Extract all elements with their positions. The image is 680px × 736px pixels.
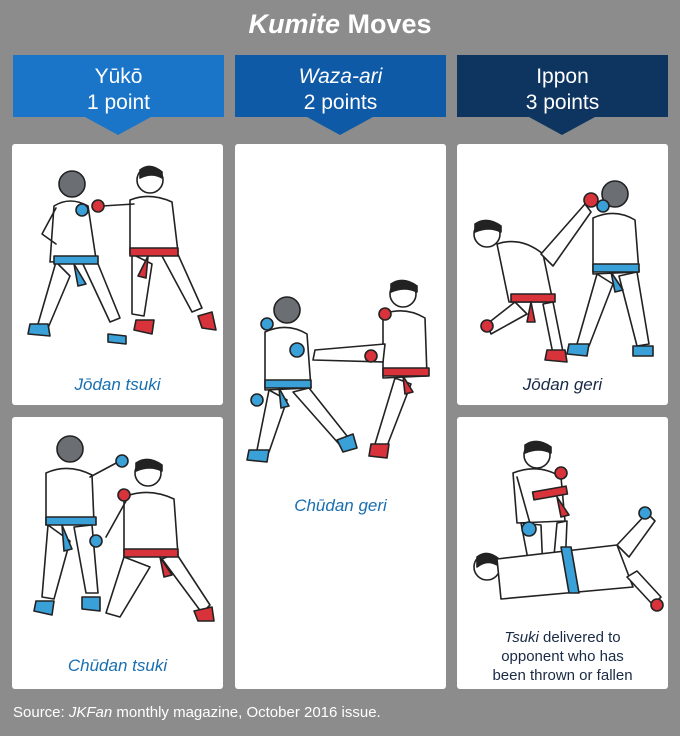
caption-chudan-tsuki: Chūdan tsuki — [67, 656, 168, 675]
illustration-jodan-tsuki — [27, 165, 217, 345]
banner-waza-ari-points: 2 points — [303, 91, 378, 114]
source-prefix: Source: — [13, 704, 69, 721]
title-rest: Moves — [339, 9, 432, 39]
card-tsuki-after-throw: Tsuki delivered to opponent who has been… — [457, 417, 668, 689]
title-italic: Kumite — [248, 9, 340, 39]
source-note: Source: JKFan monthly magazine, October … — [13, 704, 381, 721]
caption-jodan-geri: Jōdan geri — [522, 375, 603, 394]
illustration-chudan-tsuki — [33, 435, 215, 622]
source-rest: monthly magazine, October 2016 issue. — [112, 704, 381, 721]
illustration-tsuki-after-throw — [473, 440, 664, 612]
banner-yuko-name: Yūkō — [94, 65, 143, 88]
banner-ippon-points: 3 points — [525, 91, 600, 114]
source-magazine: JKFan — [68, 704, 113, 721]
banner-waza-ari: Waza-ari 2 points — [235, 55, 446, 137]
illustration-chudan-geri — [246, 279, 430, 463]
caption-tsuki-line3: been thrown or fallen — [492, 667, 633, 684]
card-jodan-tsuki: Jōdan tsuki — [12, 144, 223, 405]
caption-tsuki-line2: opponent who has — [501, 648, 624, 665]
caption-chudan-geri: Chūdan geri — [294, 496, 387, 515]
banner-yuko: Yūkō 1 point — [13, 55, 224, 137]
banner-waza-ari-shape — [235, 55, 446, 135]
banner-waza-ari-name: Waza-ari — [298, 65, 383, 88]
caption-jodan-tsuki: Jōdan tsuki — [74, 375, 161, 394]
caption-tsuki-after-throw: Tsuki delivered to opponent who has been… — [457, 628, 668, 685]
card-jodan-geri: Jōdan geri — [457, 144, 668, 405]
banner-yuko-shape — [13, 55, 224, 135]
caption-tsuki-line1: Tsuki delivered to — [457, 628, 668, 647]
page-title: Kumite Moves — [0, 4, 680, 44]
caption-tsuki-line1-rest: delivered to — [538, 629, 621, 646]
caption-tsuki-italic: Tsuki — [504, 629, 539, 646]
illustration-jodan-geri — [473, 180, 654, 363]
banner-ippon: Ippon 3 points — [457, 55, 668, 137]
card-chudan-tsuki: Chūdan tsuki — [12, 417, 223, 689]
banner-ippon-shape — [457, 55, 668, 135]
banner-ippon-name: Ippon — [536, 65, 589, 88]
card-chudan-geri: Chūdan geri — [235, 144, 446, 689]
banner-yuko-points: 1 point — [86, 91, 151, 114]
